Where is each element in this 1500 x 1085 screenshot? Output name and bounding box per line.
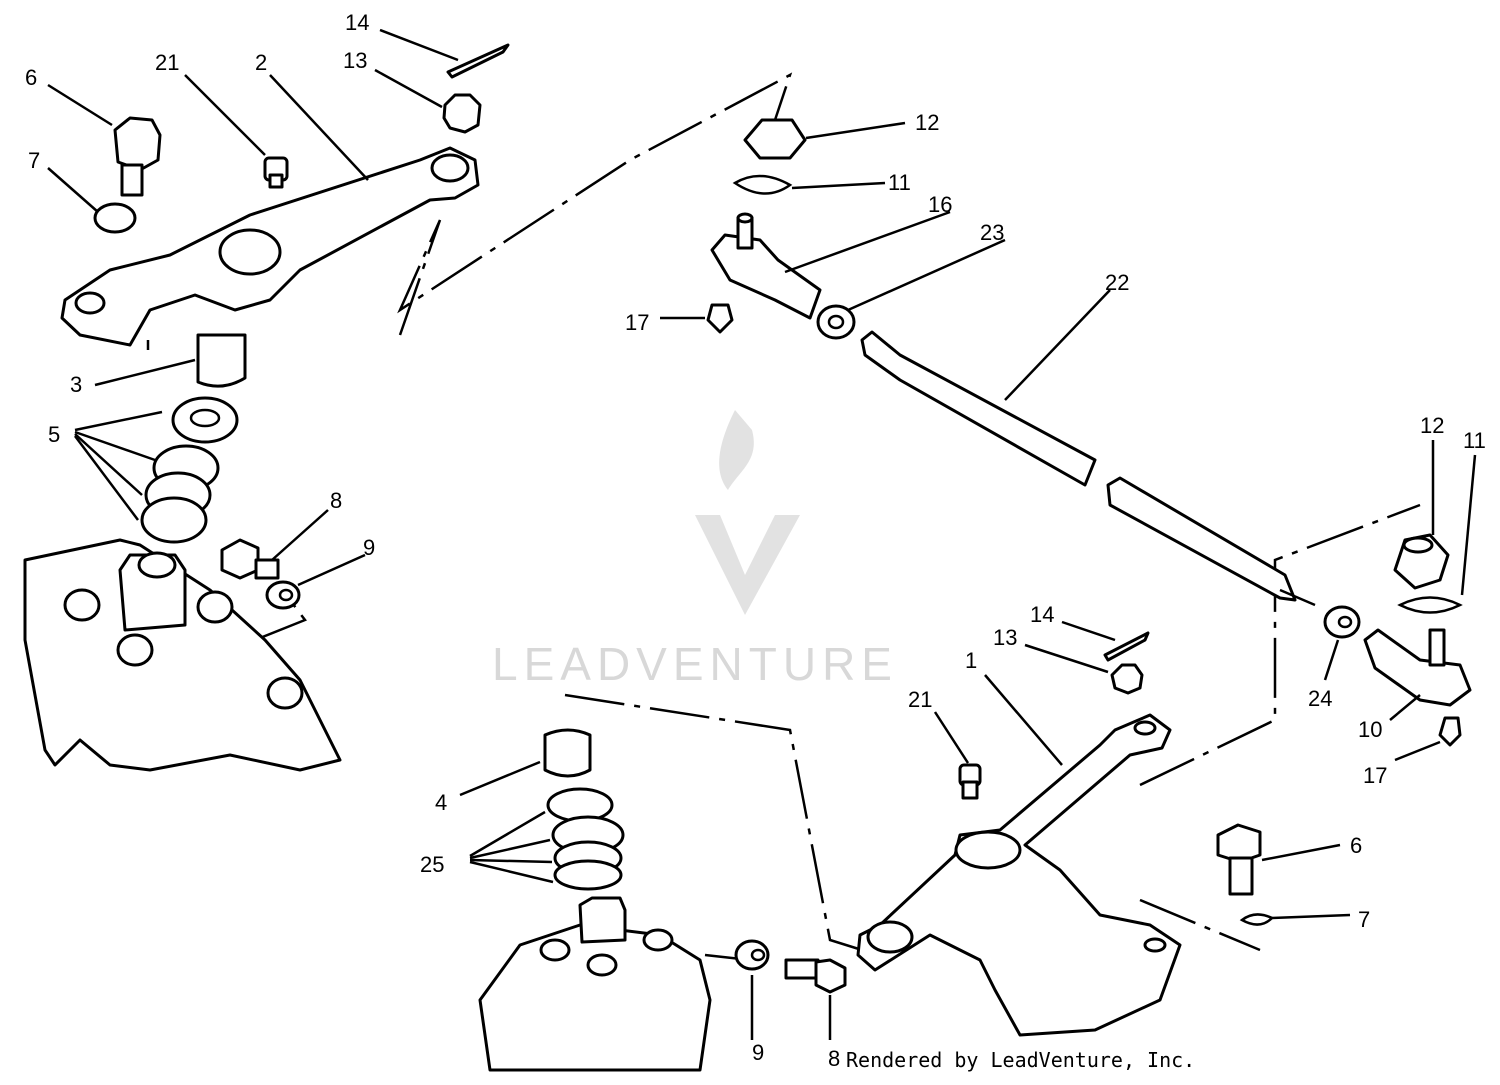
callout-5: 5: [48, 422, 60, 447]
castle-nut-13-right: [1110, 663, 1144, 695]
watermark-text: LEADVENTURE: [492, 638, 898, 690]
bushing-4: [543, 728, 592, 778]
callout-7-right: 7: [1358, 907, 1370, 932]
retaining-ring-11-top: [732, 174, 793, 195]
callout-7-left: 7: [28, 148, 40, 173]
cotter-pin-14-right: [1103, 631, 1150, 662]
right-steering-box: [478, 896, 712, 1072]
tie-rod-end-16: [710, 212, 822, 320]
grease-fitting-17-top: [706, 303, 734, 334]
bolt-8-right: [784, 958, 847, 994]
leadventure-watermark: LEADVENTURE: [492, 410, 898, 690]
callout-14-top: 14: [345, 10, 369, 35]
retaining-ring-11-right: [1397, 596, 1463, 614]
nut-24: [1323, 605, 1361, 639]
washer-7-left: [93, 202, 137, 234]
callout-12-right: 12: [1420, 413, 1444, 438]
grease-fitting-17-right: [1438, 716, 1462, 747]
grease-fitting-21-right: [958, 763, 982, 800]
callout-13-top: 13: [343, 48, 367, 73]
castle-nut-13-top: [442, 93, 482, 134]
washer-stack-25: [546, 787, 625, 891]
callout-8-left: 8: [330, 488, 342, 513]
washer-stack-5: [140, 396, 239, 544]
nut-9-right: [734, 939, 770, 971]
callout-22: 22: [1105, 270, 1129, 295]
jam-nut-23: [816, 304, 856, 340]
callout-16: 16: [928, 192, 952, 217]
callout-17-right: 17: [1363, 763, 1387, 788]
bolt-6-right: [1216, 823, 1262, 896]
alignment-lines: [146, 72, 1421, 962]
callout-3: 3: [70, 372, 82, 397]
left-steering-box: [23, 538, 342, 772]
callout-11-right: 11: [1463, 428, 1486, 453]
callout-8-right: 8: [828, 1046, 840, 1071]
callout-25: 25: [420, 852, 444, 877]
callout-12-top: 12: [915, 110, 939, 135]
grease-fitting-21-left: [263, 156, 289, 189]
cotter-pin-14-top: [446, 43, 510, 79]
callout-21-left: 21: [155, 50, 179, 75]
callout-2: 2: [255, 50, 267, 75]
leader-lines: [47, 28, 1477, 1040]
left-steering-arm: [60, 146, 480, 347]
nut-9-left: [265, 580, 301, 610]
callout-24: 24: [1308, 686, 1332, 711]
callout-10: 10: [1358, 717, 1382, 742]
callout-9-left: 9: [363, 535, 375, 560]
callout-6-left: 6: [25, 65, 37, 90]
callout-14-right: 14: [1030, 602, 1054, 627]
rendered-by-credit: Rendered by LeadVenture, Inc.: [846, 1048, 1196, 1072]
callout-1: 1: [965, 648, 977, 673]
callout-17-top: 17: [625, 310, 649, 335]
bolt-8-left: [220, 538, 280, 580]
callout-9-right: 9: [752, 1040, 764, 1065]
callout-6-right: 6: [1350, 833, 1362, 858]
callout-21-right: 21: [908, 687, 932, 712]
dust-boot-12-top: [743, 118, 807, 160]
callout-labels: 6 21 2 14 13 7 12 11 16 23 17 22 3 5 8 9…: [25, 10, 1486, 1071]
callout-11-top: 11: [888, 170, 911, 195]
tie-rod-end-10: [1363, 628, 1472, 707]
bushing-3: [196, 333, 247, 388]
callout-13-right: 13: [993, 625, 1017, 650]
washer-7-right: [1239, 913, 1275, 926]
callout-4: 4: [435, 790, 447, 815]
bolt-6-left: [113, 116, 162, 197]
dust-boot-12-right: [1393, 533, 1450, 590]
tie-rod-22: [860, 330, 1316, 607]
callout-23: 23: [980, 220, 1004, 245]
right-steering-arm: [856, 713, 1182, 1037]
